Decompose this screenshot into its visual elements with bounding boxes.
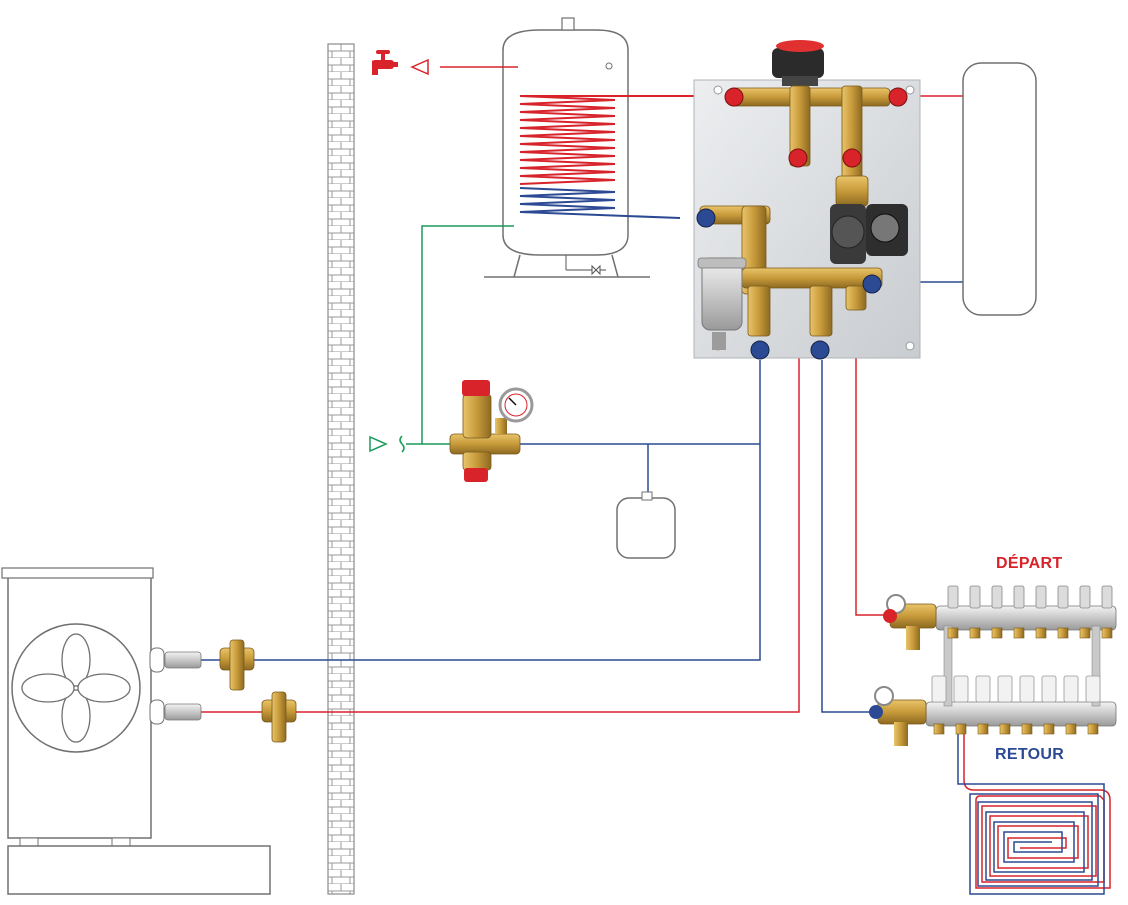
module-blue-valves xyxy=(696,208,882,360)
cold-water-pipe-break-icon xyxy=(399,435,405,453)
hot-water-tap-icon xyxy=(372,50,398,75)
buffer-tank xyxy=(962,62,1037,316)
motorized-valve-actuator xyxy=(772,40,824,86)
hot-water-tank xyxy=(484,17,650,278)
tank-coil-supply xyxy=(519,95,700,185)
fan-icon xyxy=(21,633,131,743)
brick-wall xyxy=(327,43,355,895)
module-red-valves xyxy=(724,87,908,168)
heat-pump-fittings xyxy=(164,639,297,743)
heat-pump-unit xyxy=(1,567,271,895)
hydraulic-module-pipework xyxy=(697,85,908,350)
floor-manifold xyxy=(869,585,1117,746)
cold-water-inlet-arrow-icon xyxy=(369,435,388,453)
manifold-supply-label: DÉPART xyxy=(996,555,1063,572)
tank-coil-return xyxy=(519,187,681,219)
pressure-gauge-icon xyxy=(498,387,534,423)
expansion-vessel xyxy=(616,491,676,559)
pressure-reducing-valve xyxy=(449,380,521,482)
cold-water-pipe xyxy=(406,225,514,445)
manifold-return-label: RETOUR xyxy=(995,746,1065,763)
hot-water-outlet-arrow-icon xyxy=(410,58,429,76)
